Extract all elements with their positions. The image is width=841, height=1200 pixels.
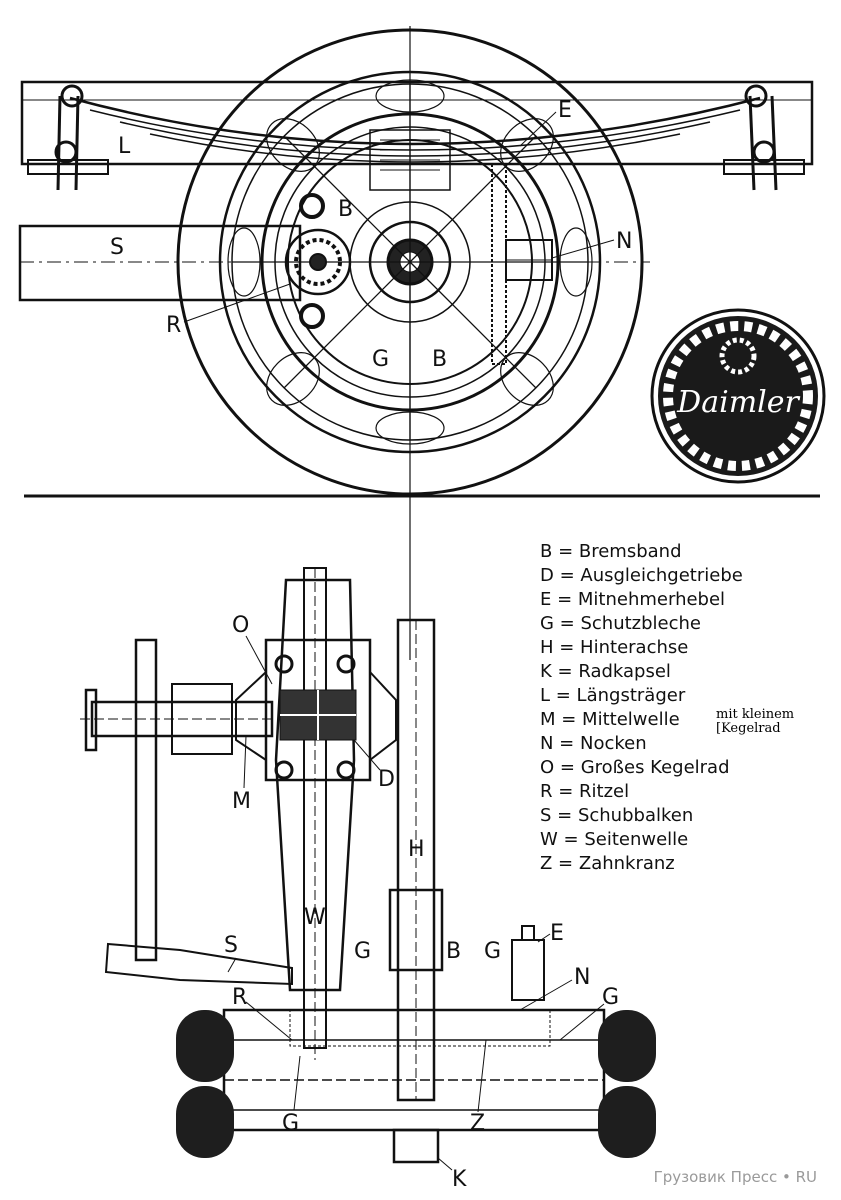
legend-item: Z = Zahnkranz	[540, 853, 675, 874]
legend-item: R = Ritzel	[540, 781, 630, 802]
brake-drum-plan	[222, 1008, 606, 1132]
differential-housing	[264, 638, 372, 782]
tire-right-upper	[598, 1010, 656, 1082]
cam-lever	[511, 939, 545, 1001]
legend: B = Bremsband D = Ausgleichgetriebe E = …	[540, 540, 840, 876]
top-labels: L E B S N R G B	[110, 98, 632, 372]
label-N-top: N	[616, 229, 632, 254]
shackle-right-top	[744, 84, 768, 108]
legend-item: K = Radkapsel	[540, 661, 671, 682]
legend-item: G = Schutzbleche	[540, 613, 701, 634]
pinion-gear	[284, 228, 352, 296]
legend-item: H = Hinterachse	[540, 637, 689, 658]
label-S-top: S	[110, 235, 124, 260]
push-bar	[18, 224, 302, 302]
gear-rim	[289, 1009, 551, 1047]
legend-note-line2: [Kegelrad	[716, 721, 781, 736]
tire-right-lower	[598, 1086, 656, 1158]
plan-section	[80, 567, 656, 1164]
label-N-bottom: N	[574, 965, 590, 990]
label-S-bottom: S	[224, 933, 238, 958]
legend-note: mit kleinem [Kegelrad	[716, 708, 794, 736]
label-D: D	[378, 767, 395, 792]
label-R-top: R	[166, 313, 181, 338]
legend-item: W = Seitenwelle	[540, 829, 689, 850]
roller-bottom	[299, 303, 325, 329]
frame-side	[134, 638, 158, 962]
label-W: W	[304, 905, 326, 930]
label-G-1: G	[354, 939, 371, 964]
label-O: O	[232, 613, 249, 638]
legend-item: B = Bremsband	[540, 541, 682, 562]
side-shaft-tube	[274, 578, 356, 992]
legend-item: D = Ausgleichgetriebe	[540, 565, 743, 586]
label-B-top: B	[338, 197, 353, 222]
legend-item: N = Nocken	[540, 733, 647, 754]
legend-item: E = Mitnehmerhebel	[540, 589, 726, 610]
wheel-cap	[392, 1128, 440, 1164]
label-K: K	[452, 1167, 467, 1192]
legend-item: O = Großes Kegelrad	[540, 757, 730, 778]
label-G-3: G	[602, 985, 619, 1010]
label-G-4: G	[282, 1111, 299, 1136]
tire-left-upper	[176, 1010, 234, 1082]
watermark: Грузовик Пресс • RU	[653, 1168, 817, 1186]
legend-item: S = Schubbalken	[540, 805, 694, 826]
label-R-bottom: R	[232, 985, 247, 1010]
label-E: E	[558, 98, 572, 123]
brake-spring	[491, 163, 507, 365]
label-M: M	[232, 789, 251, 814]
label-Z: Z	[470, 1111, 485, 1136]
shackle-left-top	[60, 84, 84, 108]
legend-item: L = Längsträger	[540, 685, 686, 706]
label-B-lower: B	[432, 347, 447, 372]
bottom-labels: O M D H W S G B G E R N G G Z K	[224, 613, 619, 1192]
label-L: L	[118, 134, 131, 159]
legend-note-line1: mit kleinem	[716, 707, 795, 722]
label-G-top: G	[372, 347, 389, 372]
daimler-logo: Daimler	[650, 308, 826, 484]
side-elevation	[18, 26, 814, 660]
roller-top	[299, 193, 325, 219]
logo-text: Daimler	[676, 385, 800, 420]
label-B-bottom: B	[446, 939, 461, 964]
label-E-bottom: E	[550, 921, 564, 946]
label-G-2: G	[484, 939, 501, 964]
frame-rail	[20, 80, 814, 166]
leaf-spring	[69, 96, 761, 146]
legend-item: M = Mittelwelle	[540, 709, 680, 730]
tire-left-lower	[176, 1086, 234, 1158]
label-H: H	[408, 837, 425, 862]
